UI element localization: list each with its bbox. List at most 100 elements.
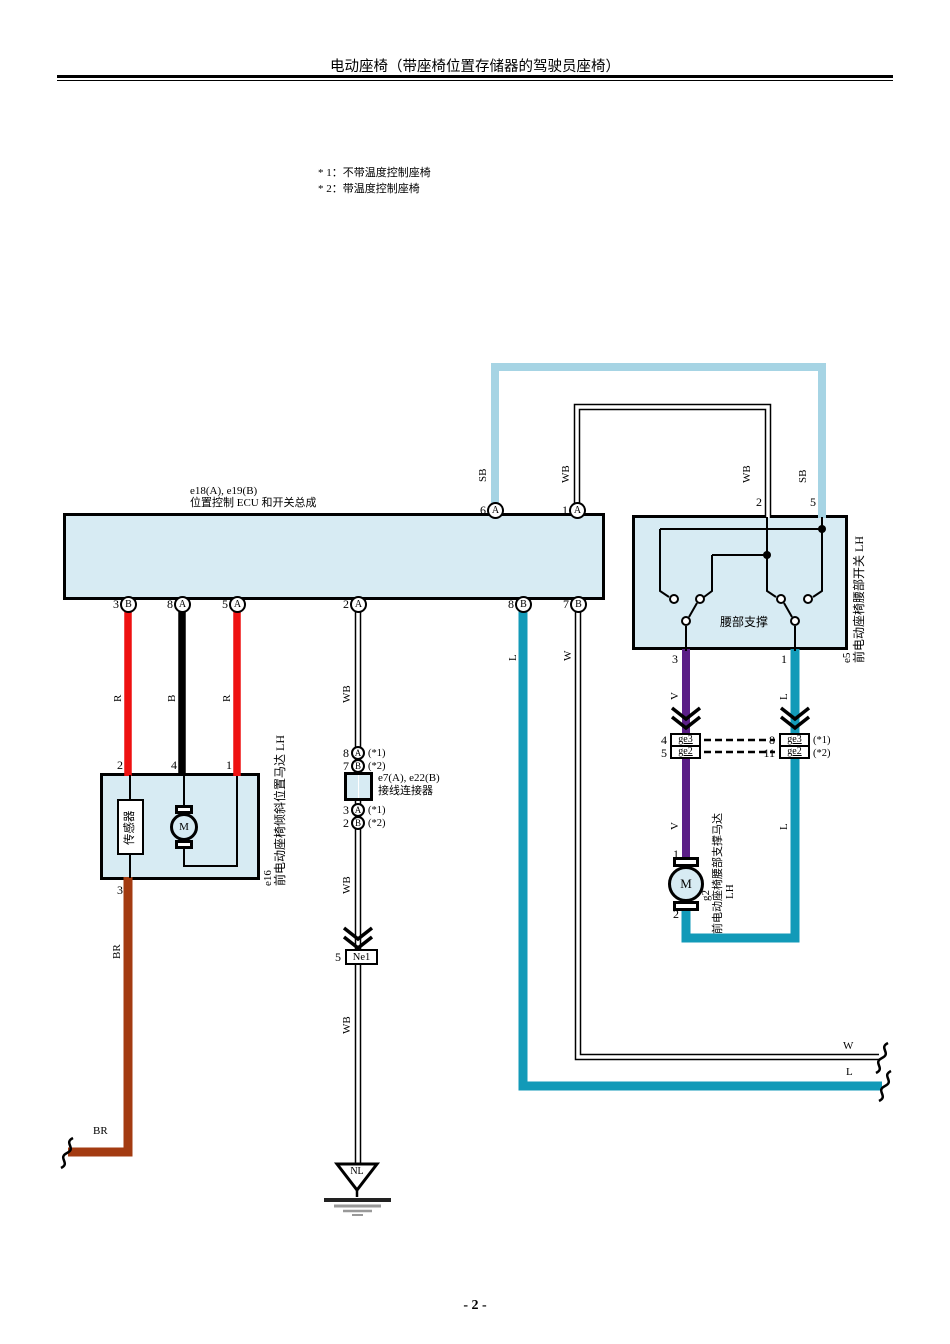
ecu-pin8a: A [174,596,191,613]
footnote-2: * 2：带温度控制座椅 [318,183,420,195]
jc-pin2b-number: 2 [343,816,349,830]
wire-label-l-horiz: L [846,1066,853,1078]
wire-label-l-upper: L [778,693,790,700]
jc-pin2b: B [351,816,365,830]
wire-w-outline [574,606,879,1061]
wire-label-sb-right: SB [797,469,809,483]
ecu-pin8a-number: 8 [167,597,173,611]
switch-pin1-number: 1 [781,652,787,666]
ecu-pin1a-number: 1 [562,503,568,517]
ecu-label-line1: e18(A), e19(B) [190,485,258,497]
continuation-squiggle-w [875,1041,889,1075]
wire-label-wb-right: WB [741,465,753,483]
ge-right-ge3-number: 8 [769,733,775,747]
wire-l-ecu [518,606,882,1091]
tilt-motor-name: 前电动座椅倾斜位置马达 LH [273,735,287,886]
jc-pin8a-number: 8 [343,746,349,760]
tilt-motor-top-terminal [175,805,193,814]
ecu-pin8b-number: 8 [508,597,514,611]
ecu-pin7b: B [570,596,587,613]
junction-cell-a [347,775,358,798]
lumbar-motor: M [668,866,704,902]
tilt-pin1-number: 1 [226,758,232,772]
jc-pin8a: A [351,746,365,760]
wire-sb [491,363,826,518]
junction-cell-b [359,775,370,798]
wire-label-wb-mid3: WB [341,1016,353,1034]
ecu-pin1a: A [569,502,586,519]
tilt-pin2-number: 2 [117,758,123,772]
ecu-pin2a-number: 2 [343,597,349,611]
ecu-pin5a-number: 5 [222,597,228,611]
jc-pin7b: B [351,759,365,773]
ge-right-ge2-number: 11 [763,746,775,760]
continuation-squiggle-br [60,1136,74,1170]
tilt-motor-bottom-terminal [175,840,193,849]
ecu-pin8b: B [515,596,532,613]
ne1-number: 5 [335,950,341,964]
wire-label-v-lower: V [669,822,681,830]
lumbar-motor-pin2-number: 2 [673,907,679,921]
wire-label-br-vert: BR [111,944,123,959]
wire-label-w-horiz: W [843,1040,854,1052]
lumbar-switch-box [632,515,848,650]
wire-label-w-ecu: W [562,650,574,661]
ecu-pin2a: A [350,596,367,613]
tilt-pin4-number: 4 [171,758,177,772]
ge-right-ge3-note: (*1) [813,735,831,746]
wire-wb-top-core [575,405,770,518]
footnote-1: * 1：不带温度控制座椅 [318,167,431,179]
lumbar-motor-bottom-terminal [673,901,699,911]
wire-label-l-lower: L [778,823,790,830]
jc-pin7b-number: 7 [343,759,349,773]
jc-pin3a-note: (*1) [368,805,386,816]
ecu-pin6a: A [487,502,504,519]
header-rule-thin [57,80,893,81]
wire-br [68,877,133,1157]
ground-label: NL [350,1166,364,1177]
tilt-motor: M [170,813,198,841]
ecu-label-line2: 位置控制 ECU 和开关总成 [190,497,317,509]
header-rule-thick [57,75,893,78]
switch-pin2-number: 2 [756,495,762,509]
junction-label-line2: 接线连接器 [378,785,433,797]
wire-label-wb-left: WB [560,465,572,483]
ne1-box: Ne1 [345,949,378,965]
lumbar-motor-name: 前电动座椅腰部支撑马达 [712,813,724,934]
ecu-pin3b-number: 3 [113,597,119,611]
junction-label-line1: e7(A), e22(B) [378,772,440,784]
wire-l-switch-lower [681,759,800,943]
ge-left-ge2-box: ge2 [670,745,701,759]
wire-label-sb-left: SB [477,468,489,482]
ge-right-ge2-box: ge2 [779,745,810,759]
tilt-pin3-number: 3 [117,883,123,897]
wire-label-v-upper: V [669,692,681,700]
wire-wb-top-outline [573,403,772,518]
wire-label-l-ecu: L [507,654,519,661]
tilt-sensor-label: 传感器 [124,810,136,846]
continuation-squiggle-l [878,1069,892,1103]
page-title: 电动座椅（带座椅位置存储器的驾驶员座椅） [330,59,620,75]
jc-pin8a-note: (*1) [368,748,386,759]
lumbar-motor-pin1-number: 1 [673,847,679,861]
lumbar-motor-id: g2 [700,890,712,901]
lumbar-switch-caption: 腰部支撑 [720,615,769,629]
switch-pin5-number: 5 [810,495,816,509]
wire-label-wb-mid2: WB [341,876,353,894]
jc-pin7b-note: (*2) [368,761,386,772]
ecu-pin5a: A [229,596,246,613]
ecu-box [63,513,605,600]
wire-label-r1: R [112,694,124,702]
switch-pin3-number: 3 [672,652,678,666]
ecu-pin3b: B [120,596,137,613]
jc-pin3a-number: 3 [343,803,349,817]
jc-pin2b-note: (*2) [368,818,386,829]
ge-left-ge2-number: 5 [661,746,667,760]
jc-pin3a: A [351,803,365,817]
lumbar-switch-name: 前电动座椅腰部开关 LH [852,536,866,663]
wire-label-b: B [166,694,178,702]
wire-label-wb-mid1: WB [341,685,353,703]
ge-left-ge3-number: 4 [661,733,667,747]
